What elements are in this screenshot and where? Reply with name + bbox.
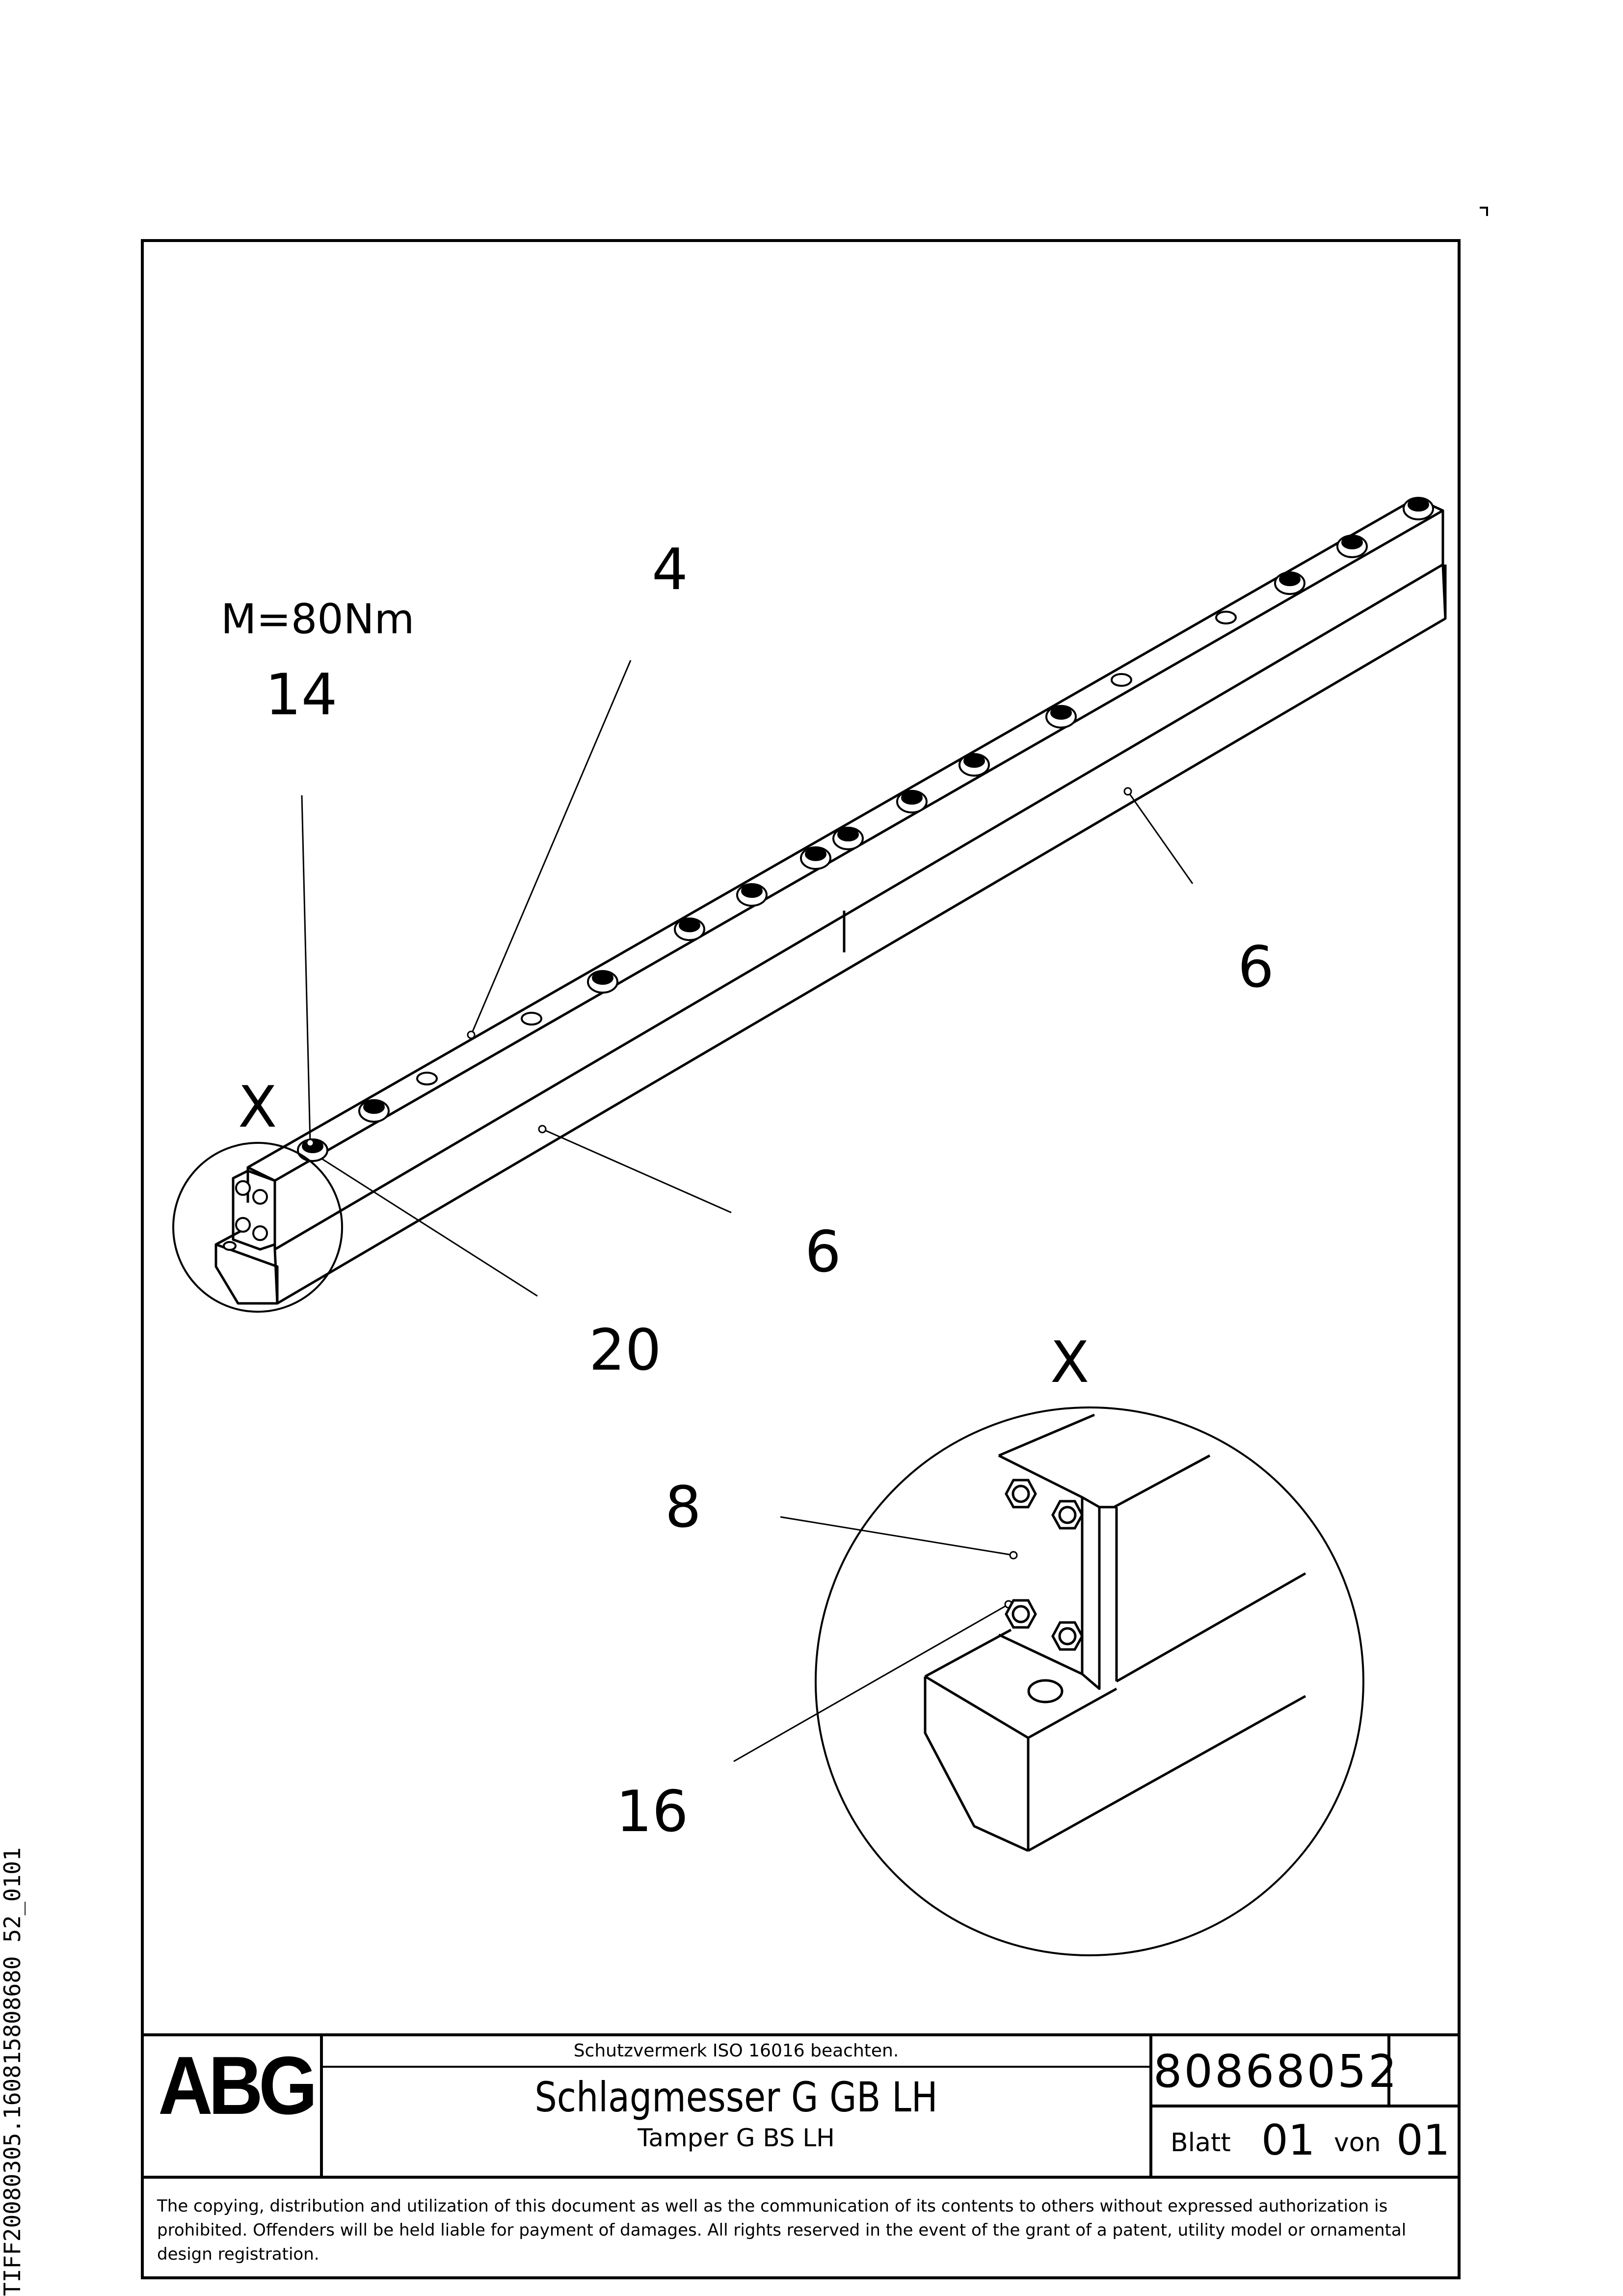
leader-lines xyxy=(301,660,1194,1762)
detail-x-circle xyxy=(815,1406,1364,1956)
file-code: TIFF20080305.160815808680 52_0101 xyxy=(0,1847,26,2296)
callout-x-detail: X xyxy=(1050,1329,1089,1396)
callout-8: 8 xyxy=(665,1474,701,1540)
callout-6-lower: 6 xyxy=(805,1219,841,1285)
detail-bolt-heads xyxy=(1005,1479,1084,1651)
callout-x-main: X xyxy=(238,1074,277,1140)
title-block-grid xyxy=(142,2033,1459,2179)
copyright-notice: The copying, distribution and utilizatio… xyxy=(157,2196,1407,2264)
drawing-frame xyxy=(141,239,1461,2279)
callout-20: 20 xyxy=(589,1317,662,1383)
detail-x-marker-circle xyxy=(172,1142,343,1313)
tamper-bar-assembly xyxy=(214,497,1447,1305)
corner-mark xyxy=(1480,207,1488,216)
abg-logo: ABG xyxy=(158,2039,318,2132)
leader-dots xyxy=(306,787,1132,1609)
callout-6-upper: 6 xyxy=(1238,934,1274,1000)
sheet-label: Blatt xyxy=(1171,2128,1231,2158)
detail-x-geometry xyxy=(924,1413,1306,1852)
bolt-heads xyxy=(223,497,1434,1251)
callout-14: 14 xyxy=(265,662,338,728)
drawing-title: Schlagmesser G GB LH xyxy=(534,2073,938,2121)
of-value: 01 xyxy=(1396,2116,1450,2165)
drawing-subtitle: Tamper G BS LH xyxy=(638,2124,835,2152)
torque-label: M=80Nm xyxy=(221,595,414,643)
sheet-value: 01 xyxy=(1261,2116,1315,2165)
protection-notice: Schutzvermerk ISO 16016 beachten. xyxy=(573,2041,899,2061)
callout-16: 16 xyxy=(616,1779,689,1845)
callout-4: 4 xyxy=(652,537,688,603)
document-number: 80868052 xyxy=(1153,2045,1399,2098)
of-label: von xyxy=(1334,2128,1381,2158)
